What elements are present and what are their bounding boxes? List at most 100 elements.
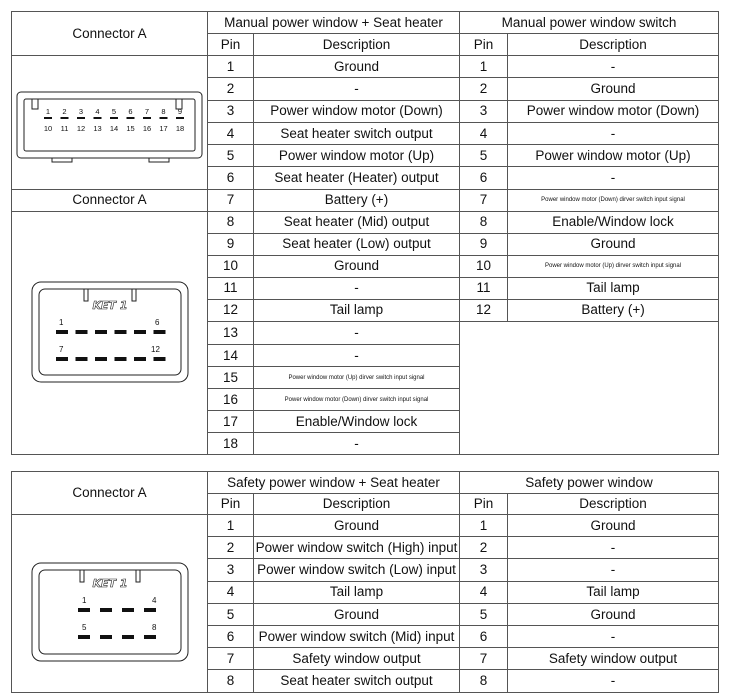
- pin-label: 1: [82, 596, 87, 605]
- pin-label: 12: [151, 345, 160, 354]
- group-header-right: Manual power window switch: [459, 11, 720, 34]
- pin-description: Ground: [507, 77, 720, 101]
- col-header-pin: Pin: [459, 33, 509, 56]
- pin-terminal: [114, 329, 127, 334]
- pin-number: 9: [207, 232, 254, 256]
- pin-number-label: 15: [126, 124, 134, 133]
- pin-number: 12: [459, 298, 509, 322]
- pin-number-label: 12: [77, 124, 85, 133]
- group-header-right: Safety power window: [459, 471, 720, 494]
- pin-description: -: [507, 536, 720, 560]
- pin-number: 3: [207, 99, 254, 123]
- pin-description: Safety window output: [252, 647, 461, 671]
- pin-description: Seat heater (Mid) output: [252, 210, 461, 234]
- pin-number: 10: [207, 254, 254, 278]
- pin-description: Seat heater switch output: [252, 669, 461, 693]
- pin-number-label: 17: [159, 124, 167, 133]
- pin-description: Tail lamp: [507, 276, 720, 300]
- pin-description: -: [252, 276, 461, 300]
- connector-label: Connector A: [11, 471, 208, 515]
- pin-terminal: [110, 117, 118, 119]
- pin-number: 13: [207, 320, 254, 345]
- pin-number: 5: [459, 143, 509, 168]
- pin-description: Battery (+): [507, 298, 720, 322]
- pin-description: Power window motor (Down): [507, 99, 720, 123]
- connector-marking: KET 1: [92, 577, 127, 590]
- col-header-description: Description: [252, 33, 461, 56]
- pin-description: Power window motor (Down): [252, 99, 461, 123]
- pin-description: -: [252, 320, 461, 345]
- pin-label: 8: [152, 623, 157, 632]
- pin-terminal: [56, 329, 68, 334]
- connector-label-2: Connector A: [11, 188, 208, 212]
- pin-description: Seat heater switch output: [252, 121, 461, 146]
- pin-number: 8: [459, 669, 509, 693]
- connector-label: Connector A: [11, 11, 208, 56]
- pin-number: 8: [207, 669, 254, 693]
- pin-number: 11: [459, 276, 509, 300]
- pin-description: Tail lamp: [507, 580, 720, 604]
- pin-number: 16: [207, 388, 254, 411]
- pin-description: Power window switch (Mid) input: [252, 624, 461, 649]
- pinout-table-2: Connector A Safety power window + Seat h…: [11, 471, 720, 693]
- pin-terminal: [44, 117, 52, 119]
- pin-label: 1: [59, 318, 64, 327]
- pin-number: 1: [207, 54, 254, 79]
- pin-number: 8: [207, 210, 254, 234]
- pin-description: -: [252, 77, 461, 101]
- pin-description: Ground: [507, 513, 720, 538]
- pin-number-label: 10: [44, 124, 52, 133]
- pin-description: -: [507, 624, 720, 649]
- pin-terminal: [153, 356, 166, 361]
- pin-terminal: [75, 356, 88, 361]
- pin-number: 8: [459, 210, 509, 234]
- pin-number-label: 14: [110, 124, 118, 133]
- pin-number: 5: [459, 602, 509, 626]
- pin-terminal: [122, 635, 134, 639]
- pin-description: Ground: [252, 54, 461, 79]
- pin-terminal: [95, 356, 107, 361]
- pin-number-label: 11: [61, 124, 69, 133]
- pin-terminal: [100, 635, 112, 639]
- pin-description: Tail lamp: [252, 298, 461, 322]
- pin-terminal: [122, 608, 134, 612]
- pin-number: 6: [459, 624, 509, 649]
- pin-terminal: [75, 329, 88, 334]
- pin-label: 4: [152, 596, 157, 605]
- pin-description: Power window switch (High) input: [252, 536, 461, 560]
- pin-number: 10: [459, 254, 509, 278]
- pin-number: 12: [207, 298, 254, 322]
- pin-number: 15: [207, 366, 254, 389]
- pin-description: Power window motor (Up): [252, 143, 461, 168]
- pin-number: 14: [207, 344, 254, 367]
- connector-8pin-icon: KET 1 1 4 5 8: [31, 562, 189, 662]
- pin-number: 2: [207, 536, 254, 560]
- pin-description: -: [507, 669, 720, 693]
- pin-number: 3: [459, 558, 509, 582]
- pin-description: Power window motor (Up) dirver switch in…: [252, 366, 461, 389]
- pin-description: -: [507, 558, 720, 582]
- pin-terminal: [153, 329, 166, 334]
- connector-diagram-12pin: KET 1 1 6 7 12: [11, 210, 208, 455]
- pin-number: 4: [459, 121, 509, 146]
- pin-number: 1: [459, 54, 509, 79]
- pin-description: Safety window output: [507, 647, 720, 671]
- pin-description: Ground: [252, 602, 461, 626]
- pin-terminal: [126, 117, 135, 119]
- pin-number: 1: [207, 513, 254, 538]
- pin-number: 4: [207, 580, 254, 604]
- pin-terminal: [134, 356, 146, 361]
- col-header-description: Description: [507, 493, 720, 515]
- group-header-left: Safety power window + Seat heater: [206, 471, 461, 494]
- pin-terminal: [159, 117, 168, 119]
- pin-label: 7: [59, 345, 64, 354]
- pin-terminal: [176, 117, 184, 119]
- pin-number-label: 3: [79, 107, 83, 116]
- col-header-description: Description: [252, 493, 461, 515]
- pin-description: Ground: [507, 602, 720, 626]
- pin-number: 7: [459, 647, 509, 671]
- pin-terminal: [78, 635, 90, 639]
- pin-number-label: 5: [112, 107, 116, 116]
